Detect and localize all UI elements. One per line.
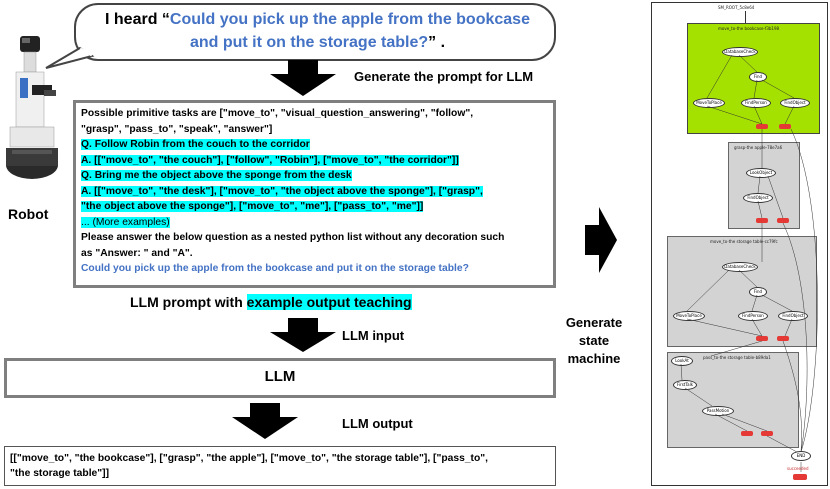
speech-bubble-tail: [45, 46, 95, 69]
speech-question: Could you pick up the apple from the boo…: [169, 11, 530, 51]
label-llm-output: LLM output: [342, 416, 413, 431]
sm-group-2-title: grasp-the apple-78e7a6: [734, 145, 783, 150]
prompt-instr2: as "Answer: " and "A".: [81, 247, 193, 259]
sm-root-label: SM_ROOT_5c8e64: [718, 5, 755, 10]
output-text: [["move_to", "the bookcase"], ["grasp", …: [10, 451, 555, 481]
label-generate-prompt: Generate the prompt for LLM: [354, 69, 534, 84]
arrow-generate-sm: [585, 207, 617, 273]
sm-node-move-to-place-3: MoveToPlace: [673, 311, 705, 321]
prompt-caption-prefix: LLM prompt with: [130, 294, 247, 310]
sm-edges-4: [680, 363, 768, 432]
sm-group-4-title: pass_to-the storage table-b89da1: [703, 355, 771, 360]
sm-node-end: END: [791, 451, 811, 461]
prompt-text: Possible primitive tasks are ["move_to",…: [81, 106, 551, 277]
sm-group-1-title: move_to-the bookcase-f3b198: [718, 26, 780, 31]
sm-outcome-4a: [741, 431, 753, 436]
sm-group-4: [667, 352, 799, 448]
sm-node-find-object-3: FindObject: [778, 311, 808, 321]
sm-node-database-check-3: DatabaseCheck: [722, 262, 758, 272]
speech-text: I heard “Could you pick up the apple fro…: [90, 8, 545, 54]
sm-root-line: [745, 11, 746, 23]
prompt-q1: Q. Follow Robin from the couch to the co…: [81, 139, 310, 150]
sm-node-look-at-4: LookAt: [671, 356, 693, 366]
label-llm-input: LLM input: [342, 328, 405, 343]
label-generate-sm: Generate state machine: [565, 315, 623, 366]
arrow-llm-output: [232, 403, 298, 439]
sm-node-find-1: Find: [749, 72, 767, 82]
prompt-caption-highlight: example output teaching: [246, 294, 412, 310]
sm-outcome-1a: [756, 124, 768, 129]
sm-node-move-to-place-1: MoveToPlace: [693, 98, 725, 108]
sm-succeeded-label: succeeded: [787, 466, 809, 471]
sm-node-find-3: Find: [749, 287, 767, 297]
speech-suffix: ” .: [428, 34, 446, 51]
prompt-a1: A. [["move_to", "the couch"], ["follow",…: [81, 154, 459, 166]
prompt-line2: "grasp", "pass_to", "speak", "answer"]: [81, 123, 273, 135]
output-box: [4, 446, 556, 486]
prompt-caption: LLM prompt with example output teaching: [130, 294, 412, 310]
sm-outcome-2a: [756, 218, 768, 223]
sm-group-3-title: move_to-the storage table-cc79fc: [710, 239, 778, 244]
sm-node-database-check-1: DatabaseCheck: [722, 47, 758, 57]
arrow-llm-input: [270, 318, 336, 352]
sm-outcome-1b: [779, 124, 791, 129]
sm-group-2: [728, 142, 800, 229]
sm-node-look-object-2: LookObject: [746, 168, 776, 178]
robot-illustration: [6, 36, 58, 179]
sm-outcome-3b: [777, 336, 789, 341]
prompt-more: ... (More examples): [81, 216, 170, 228]
sm-node-find-person-1: FindPerson: [741, 98, 771, 108]
sm-outcome-3a: [756, 336, 768, 341]
sm-node-find-object-2: FindObject: [743, 193, 773, 203]
output-line2: "the storage table"]]: [10, 468, 110, 479]
prompt-question: Could you pick up the apple from the boo…: [81, 263, 469, 274]
robot-label: Robot: [8, 206, 49, 222]
arrow-generate-prompt: [270, 60, 336, 96]
sm-edges-3: [686, 269, 793, 337]
sm-node-find-object-1: FindObject: [780, 98, 810, 108]
prompt-q2: Q. Bring me the object above the sponge …: [81, 170, 352, 181]
sm-edges-2: [757, 175, 784, 219]
sm-edges-1: [706, 54, 795, 125]
sm-group-3: [667, 236, 817, 347]
sm-outcome-4b: [761, 431, 773, 436]
sm-connections: [710, 128, 818, 472]
prompt-line1: Possible primitive tasks are ["move_to",…: [81, 108, 474, 119]
sm-outcome-2b: [777, 218, 789, 223]
prompt-instr1: Please answer the below question as a ne…: [81, 232, 505, 243]
prompt-a2b: "the object above the sponge"], ["move_t…: [81, 201, 424, 212]
speech-prefix: I heard “: [105, 11, 170, 28]
prompt-a2a: A. [["move_to", "the desk"], ["move_to",…: [81, 185, 483, 197]
sm-node-first-talk-4: FirstTalk: [673, 380, 697, 390]
llm-box-label: LLM: [264, 368, 296, 385]
llm-box: [4, 358, 556, 398]
sm-final-outcome: [793, 474, 807, 480]
output-line1: [["move_to", "the bookcase"], ["grasp", …: [10, 453, 489, 464]
